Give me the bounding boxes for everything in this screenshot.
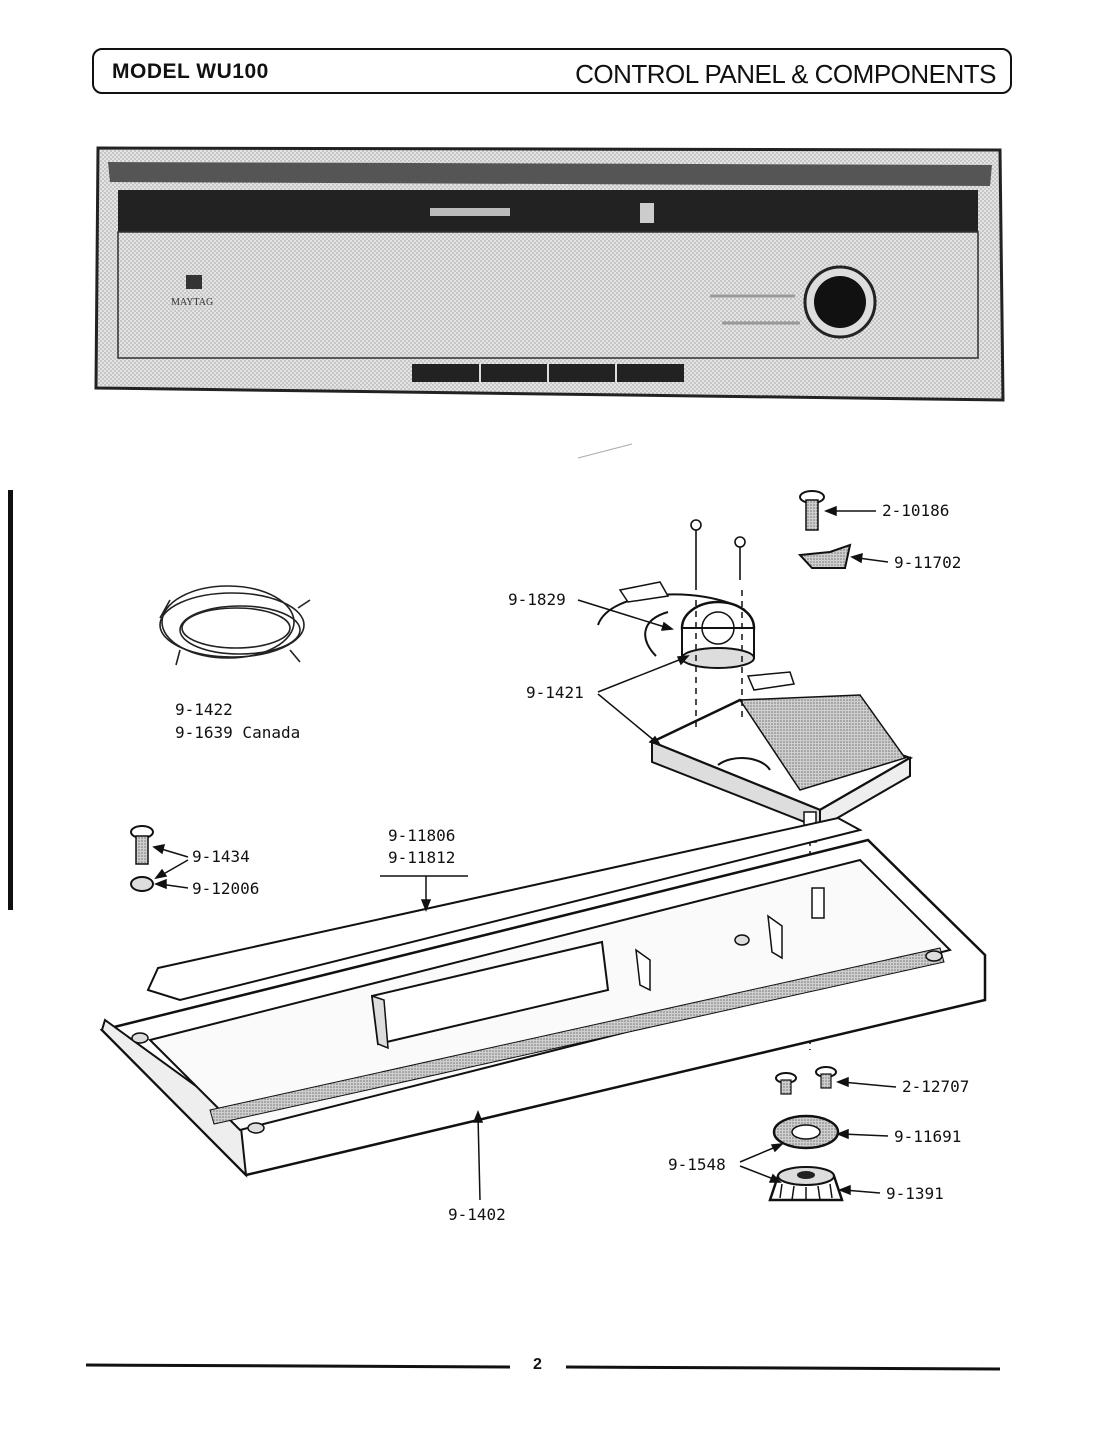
header-box: MODEL WU100 CONTROL PANEL & COMPONENTS (92, 48, 1012, 94)
screw-2-10186-icon (799, 490, 825, 531)
callout-9-11691: 9-11691 (894, 1127, 962, 1146)
timer-screws-icon (690, 519, 746, 590)
callout-2-10186: 2-10186 (882, 501, 950, 520)
clip-9-11702-icon (797, 543, 852, 569)
leader-lines (152, 505, 897, 1201)
callout-9-1829: 9-1829 (508, 590, 566, 609)
callout-9-1422: 9-1422 (175, 700, 233, 719)
callout-9-1402: 9-1402 (448, 1205, 506, 1224)
wire-harness-icon (159, 585, 311, 666)
screw-9-1434-icon (130, 825, 154, 865)
knob-9-1391-icon (768, 1166, 844, 1202)
maytag-logo-icon (186, 275, 202, 289)
brand-label: MAYTAG (171, 297, 213, 308)
callout-9-1391: 9-1391 (886, 1184, 944, 1203)
footer-rule-left (85, 1363, 511, 1369)
control-panel-photo: MAYTAG (94, 146, 1005, 402)
callout-9-12006: 9-12006 (192, 879, 260, 898)
footer-rule-right (565, 1365, 1001, 1371)
page-title: CONTROL PANEL & COMPONENTS (575, 59, 996, 89)
callout-9-11702: 9-11702 (894, 553, 962, 572)
console-base-icon (99, 838, 987, 1178)
model-label: MODEL WU100 (112, 60, 269, 83)
callout-9-1434: 9-1434 (192, 847, 250, 866)
callout-9-1421: 9-1421 (526, 683, 584, 702)
timer-9-1829-icon (597, 581, 795, 691)
callout-9-11806: 9-11806 (388, 826, 456, 845)
trim-strip-icon (146, 816, 863, 1002)
callout-9-1548: 9-1548 (668, 1155, 726, 1174)
page-number: 2 (533, 1356, 542, 1373)
plug-9-12006-icon (130, 876, 154, 892)
switch-assembly-icon (648, 694, 914, 843)
dial-skirt-9-11691-icon (772, 1114, 840, 1150)
screws-2-12707-icon (775, 1066, 837, 1095)
callout-2-12707: 2-12707 (902, 1077, 970, 1096)
callout-9-11812: 9-11812 (388, 848, 456, 867)
scan-edge-bar (8, 490, 13, 910)
callout-9-1639-canada: 9-1639 Canada (175, 723, 301, 742)
